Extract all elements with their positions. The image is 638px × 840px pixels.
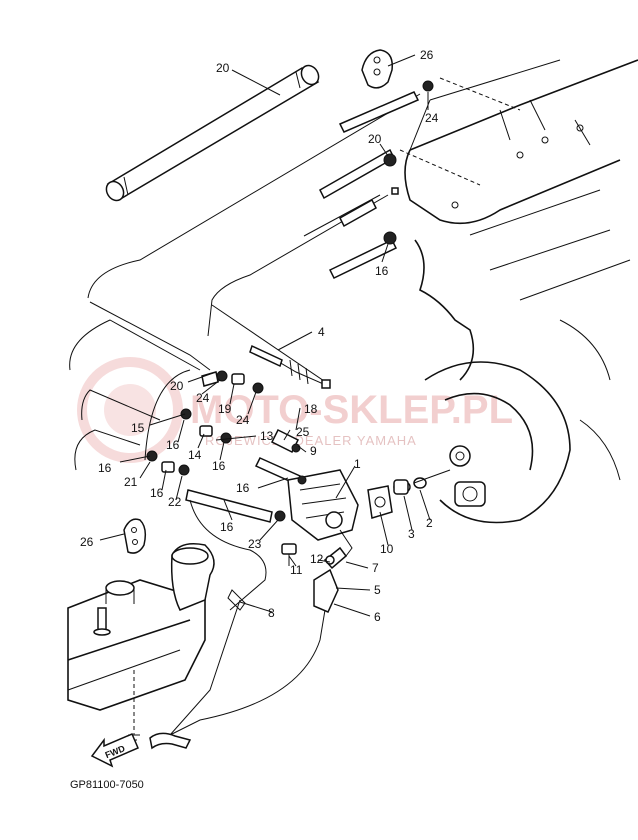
callout-1: 1 (354, 457, 361, 471)
callout-15: 15 (131, 421, 145, 435)
callout-8: 8 (268, 606, 275, 620)
callout-6: 6 (374, 610, 381, 624)
diagram-code: GP81100-7050 (70, 779, 144, 791)
engine-block (399, 59, 638, 524)
hoses (69, 91, 421, 750)
callout-16-mid: 16 (212, 459, 226, 473)
callout-24-mid: 24 (236, 413, 250, 427)
callout-24-left: 24 (196, 391, 210, 405)
callout-23: 20 (170, 379, 184, 393)
callout-12: 12 (310, 552, 324, 566)
oil-tank (67, 543, 215, 741)
pipe-25 (105, 64, 320, 202)
callout-16-center: 16 (236, 481, 250, 495)
callout-24-right: 25 (296, 425, 310, 439)
callout-18: 16 (150, 486, 164, 500)
callout-26-lower: 26 (80, 535, 94, 549)
callout-20-lower: 23 (248, 537, 262, 551)
callout-20-top: 20 (368, 132, 382, 146)
bracket-26-lower (123, 518, 147, 554)
callout-14: 14 (188, 448, 202, 462)
watermark-tagline: ROJEWICZ | DEALER YAMAHA (205, 433, 417, 448)
fittings-and-clamps (146, 80, 434, 522)
callout-19: 16 (98, 461, 112, 475)
callout-5: 5 (374, 583, 381, 597)
callout-17: 16 (220, 520, 234, 534)
callout-9: 9 (310, 444, 317, 458)
fwd-arrow: FWD (90, 733, 139, 768)
callout-16-left: 16 (166, 438, 180, 452)
bracket-26-top (361, 49, 393, 89)
callout-25: 20 (216, 61, 230, 75)
callout-20-left: 21 (124, 475, 138, 489)
callout-26-top: 26 (420, 48, 434, 62)
callout-3: 3 (408, 527, 415, 541)
leader-lines (99, 54, 431, 617)
callout-24-top: 24 (425, 111, 439, 125)
oil-pump-assembly (281, 469, 451, 566)
callout-4: 4 (318, 325, 325, 339)
callout-11: 11 (290, 563, 303, 577)
callout-20-mid: 22 (168, 495, 182, 509)
cable-4 (249, 187, 399, 389)
callout-16-upper: 16 (375, 264, 389, 278)
callout-13: 13 (260, 429, 274, 443)
callout-22: 19 (218, 402, 232, 416)
callout-labels: 20 26 24 20 16 4 20 24 19 24 18 15 16 14… (80, 48, 439, 624)
callout-7: 7 (372, 561, 379, 575)
callout-10: 10 (380, 542, 394, 556)
callout-2: 2 (426, 516, 433, 530)
callout-21: 18 (304, 402, 318, 416)
